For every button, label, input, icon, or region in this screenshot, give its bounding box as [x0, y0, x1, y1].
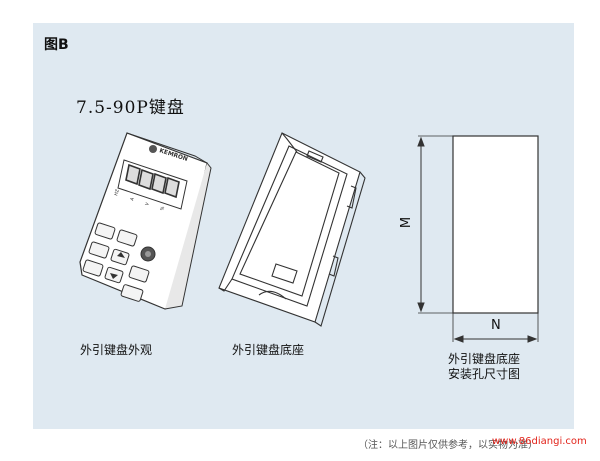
caption-hole-line2: 安装孔尺寸图 [448, 367, 521, 381]
keypad-buttons [82, 222, 156, 302]
keypad-base-illustration [218, 132, 366, 327]
led-display [117, 159, 188, 210]
figure-label: 图B [44, 37, 69, 53]
key-prg [94, 222, 116, 240]
footnote: （注：以上图片仅供参考，以实物为准） [358, 440, 538, 451]
caption-keypad-base: 外引键盘底座 [232, 343, 305, 357]
indicator-pct: % [159, 205, 166, 212]
caption-hole-line1: 外引键盘底座 [448, 352, 521, 366]
watermark: www.86diangi.com [492, 436, 587, 447]
installation-hole-drawing [417, 135, 539, 343]
dimension-n-label: N [491, 318, 501, 333]
key-set [116, 229, 138, 247]
external-keypad-illustration: KEMRON HZ A V % [79, 132, 212, 310]
indicator-labels: HZ A V % [113, 189, 166, 212]
indicator-a: A [129, 196, 136, 202]
indicator-hz: HZ [113, 189, 121, 197]
key-up [110, 248, 130, 266]
indicator-v: V [144, 201, 151, 207]
key-rev [82, 259, 104, 277]
dimension-m-label: M [399, 216, 415, 229]
caption-hole-size: 外引键盘底座 安装孔尺寸图 [448, 352, 520, 382]
key-fwd [88, 241, 110, 259]
key-stop [120, 284, 144, 302]
caption-external-keypad: 外引键盘外观 [80, 343, 153, 357]
heading: 7.5-90P键盘 [76, 98, 185, 118]
key-onoff [128, 265, 150, 283]
hole-outline [452, 135, 539, 314]
